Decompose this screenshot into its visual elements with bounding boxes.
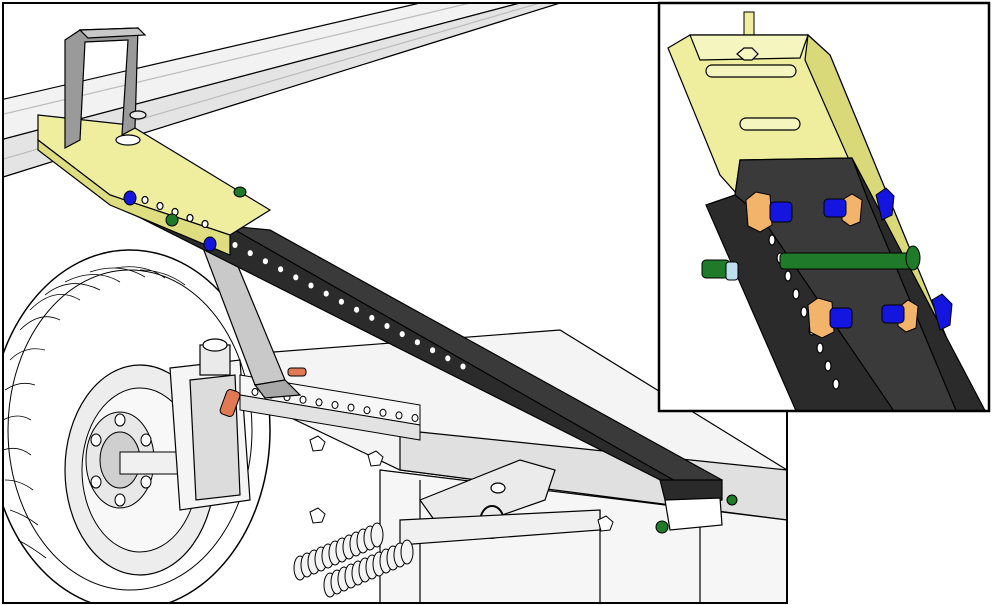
- hole: [354, 306, 360, 313]
- mounting-bracket: [64, 27, 147, 149]
- inset-pin-rod: [701, 245, 921, 281]
- spring-coil: [400, 539, 414, 565]
- hole: [768, 234, 776, 246]
- wheel-hub: [85, 411, 191, 509]
- pin-copper: [287, 367, 307, 377]
- bolt-blue: [203, 236, 217, 252]
- hole: [792, 288, 800, 300]
- pin-green: [655, 520, 669, 534]
- hitch-linkage: [399, 459, 601, 546]
- hole: [156, 201, 164, 211]
- hole: [141, 195, 149, 205]
- frame-bolts: [309, 435, 614, 532]
- hole: [445, 355, 451, 362]
- nut-orange: [807, 297, 835, 339]
- main-bolts: [123, 186, 738, 534]
- hole: [308, 282, 314, 289]
- hole: [395, 411, 403, 420]
- hole: [278, 266, 284, 273]
- hole: [299, 395, 307, 404]
- hole: [800, 306, 808, 318]
- bracket-icon: [64, 27, 147, 149]
- hole: [460, 363, 466, 370]
- bolt-blue: [881, 304, 905, 324]
- drawbar-black: [104, 191, 723, 531]
- hole: [832, 378, 840, 390]
- hole: [331, 401, 339, 409]
- hole: [232, 242, 238, 248]
- hole: [399, 331, 405, 338]
- inset-border: [657, 1, 991, 413]
- hole: [251, 388, 259, 396]
- bolt-blue: [823, 198, 847, 218]
- pin-green: [233, 186, 247, 198]
- hole: [247, 250, 253, 257]
- bolt-blue: [123, 190, 137, 206]
- coil-springs: [293, 522, 414, 598]
- hole: [384, 323, 390, 329]
- hole: [347, 403, 355, 412]
- hole: [338, 298, 344, 305]
- hole: [411, 414, 419, 422]
- spring-icon: [293, 522, 414, 598]
- pin-copper: [219, 389, 241, 417]
- bolt-blue: [875, 187, 895, 221]
- pin-green: [726, 494, 738, 506]
- spring-coil: [370, 522, 384, 548]
- nut-orange: [841, 193, 863, 227]
- hole: [824, 360, 832, 372]
- bolt-blue: [931, 293, 953, 331]
- bolt-blue: [769, 201, 793, 223]
- hole: [369, 314, 375, 321]
- detail-inset: [657, 1, 991, 413]
- hole: [262, 258, 268, 265]
- main-view: [3, 3, 787, 603]
- hole: [379, 408, 387, 417]
- hole: [293, 274, 299, 281]
- nut-orange: [745, 191, 773, 233]
- hole: [816, 342, 824, 354]
- pin-green: [165, 213, 179, 227]
- hub-icon: [90, 413, 152, 507]
- tire-tread-icon: [3, 266, 186, 559]
- inset-fasteners: [745, 187, 953, 339]
- hole: [315, 398, 323, 407]
- hole: [363, 406, 371, 415]
- hole: [186, 213, 194, 223]
- hole: [430, 347, 436, 354]
- hole: [414, 339, 420, 346]
- bolt-blue: [829, 307, 853, 329]
- hole: [201, 219, 209, 229]
- hole: [784, 270, 792, 282]
- hole: [323, 290, 329, 297]
